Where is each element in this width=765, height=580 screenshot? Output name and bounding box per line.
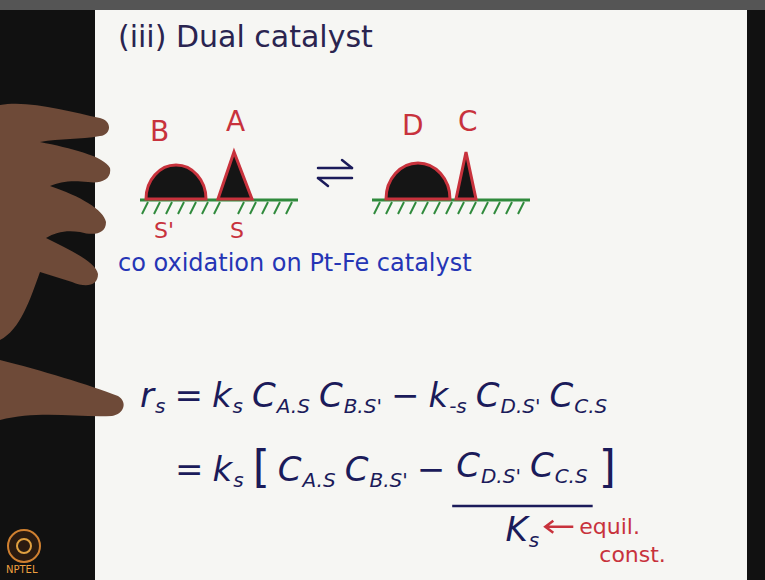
annotation-arrow xyxy=(545,521,573,533)
operator: − xyxy=(417,450,446,489)
logo-text: NPTEL xyxy=(6,564,38,576)
equation-symbol: C xyxy=(456,446,480,485)
annotation: const. xyxy=(599,542,666,567)
subscript: C.S xyxy=(555,465,588,488)
title: (iii) Dual catalyst xyxy=(118,20,373,55)
subscript: D.S' xyxy=(501,395,541,418)
subscript: A.S xyxy=(303,469,336,492)
hand xyxy=(0,104,110,340)
subscript: B.S' xyxy=(344,395,382,418)
equation-symbol: k xyxy=(213,450,233,489)
equation-symbol: r xyxy=(140,376,154,415)
bracket: [ xyxy=(253,442,270,493)
site-species: A xyxy=(226,106,245,138)
subscript: A.S xyxy=(277,395,310,418)
subscript: C.S xyxy=(574,395,607,418)
subscript: B.S' xyxy=(369,469,407,492)
equation-symbol: C xyxy=(345,450,369,489)
operator: = xyxy=(174,376,203,415)
site-species: D xyxy=(402,110,424,142)
equation-symbol: C xyxy=(278,450,302,489)
site-label: S' xyxy=(154,218,174,243)
equilibrium-arrows xyxy=(318,160,352,186)
equation-symbol: C xyxy=(252,376,276,415)
subscript: s xyxy=(233,469,243,492)
note: co oxidation on Pt-Fe catalyst xyxy=(118,250,472,278)
thumb xyxy=(0,360,124,420)
equation-symbol: K xyxy=(506,510,528,549)
site-label: S xyxy=(230,218,244,243)
subscript: s xyxy=(529,529,539,552)
fraction-bar xyxy=(452,505,592,508)
equation-symbol: k xyxy=(428,376,448,415)
equation-symbol: C xyxy=(319,376,343,415)
nptel-logo-ring xyxy=(17,539,31,553)
nptel-logo xyxy=(8,530,40,562)
subscript: -s xyxy=(449,395,467,418)
catalyst-surface-2 xyxy=(372,152,530,214)
equation-symbol: k xyxy=(212,376,232,415)
top-strip xyxy=(0,0,765,10)
equation-symbol: C xyxy=(476,376,500,415)
site-species: C xyxy=(458,106,478,138)
subscript: D.S' xyxy=(481,465,521,488)
site-species: B xyxy=(150,116,169,148)
annotation: equil. xyxy=(579,514,640,539)
bracket: ] xyxy=(599,442,616,493)
subscript: s xyxy=(233,395,243,418)
operator: − xyxy=(391,376,420,415)
catalyst-surface-1 xyxy=(140,152,298,214)
equation-symbol: C xyxy=(530,446,554,485)
paper-sheet xyxy=(95,10,747,580)
operator: = xyxy=(175,450,204,489)
equation-symbol: C xyxy=(549,376,573,415)
subscript: s xyxy=(155,395,165,418)
